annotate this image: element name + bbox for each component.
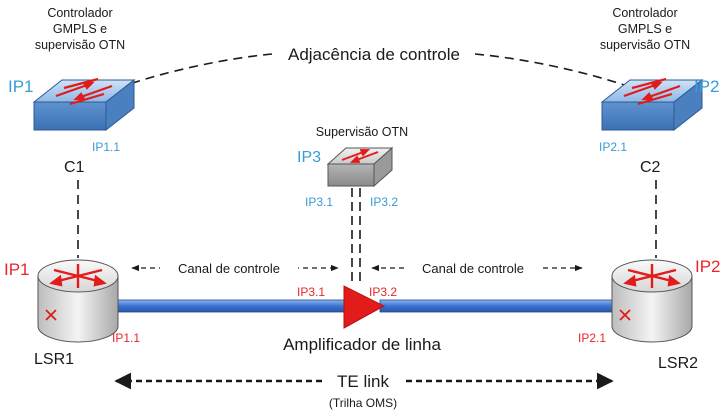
left-controller-name: C1 [64, 159, 85, 176]
left-controller-caption-2: GMPLS e [53, 22, 107, 36]
right-router-ip: IP2 [695, 257, 721, 276]
te-link-sublabel: (Trilha OMS) [329, 396, 397, 410]
right-controller-caption-3: supervisão OTN [600, 38, 690, 52]
otn-supervision-switch-icon[interactable] [328, 148, 392, 186]
left-router-port: IP1.1 [112, 331, 140, 345]
control-channel-left-label: Canal de controle [178, 261, 280, 276]
amplifier-port-right: IP3.2 [369, 285, 397, 299]
left-controller-caption-1: Controlador [47, 6, 112, 20]
adjacency-label: Adjacência de controle [288, 45, 460, 64]
fiber-link-left[interactable] [112, 300, 346, 312]
left-router-router-icon[interactable] [38, 260, 118, 342]
left-router-ip: IP1 [4, 260, 30, 279]
otn-supervision-ip: IP3 [297, 149, 321, 166]
right-controller-caption-1: Controlador [612, 6, 677, 20]
fiber-link-right[interactable] [380, 300, 618, 312]
left-controller-switch-icon[interactable] [34, 79, 134, 130]
right-controller-switch-icon[interactable] [602, 79, 702, 130]
right-router-port: IP2.1 [578, 331, 606, 345]
right-router-name: LSR2 [658, 355, 698, 372]
right-controller-caption-2: GMPLS e [618, 22, 672, 36]
right-router-router-icon[interactable] [612, 260, 692, 342]
otn-supervision-port-right: IP3.2 [370, 195, 398, 209]
left-controller-port: IP1.1 [92, 140, 120, 154]
left-router-name: LSR1 [34, 351, 74, 368]
left-controller-caption-3: supervisão OTN [35, 38, 125, 52]
amplifier-port-left: IP3.1 [297, 285, 325, 299]
right-controller-port: IP2.1 [599, 140, 627, 154]
left-controller-ip: IP1 [8, 77, 34, 96]
right-controller-name: C2 [640, 159, 661, 176]
otn-supervision-caption: Supervisão OTN [316, 125, 408, 139]
te-link-label: TE link [337, 372, 389, 391]
otn-supervision-port-left: IP3.1 [305, 195, 333, 209]
amplifier-label: Amplificador de linha [283, 335, 441, 354]
control-channel-right-label: Canal de controle [422, 261, 524, 276]
right-controller-ip: IP2 [694, 77, 720, 96]
